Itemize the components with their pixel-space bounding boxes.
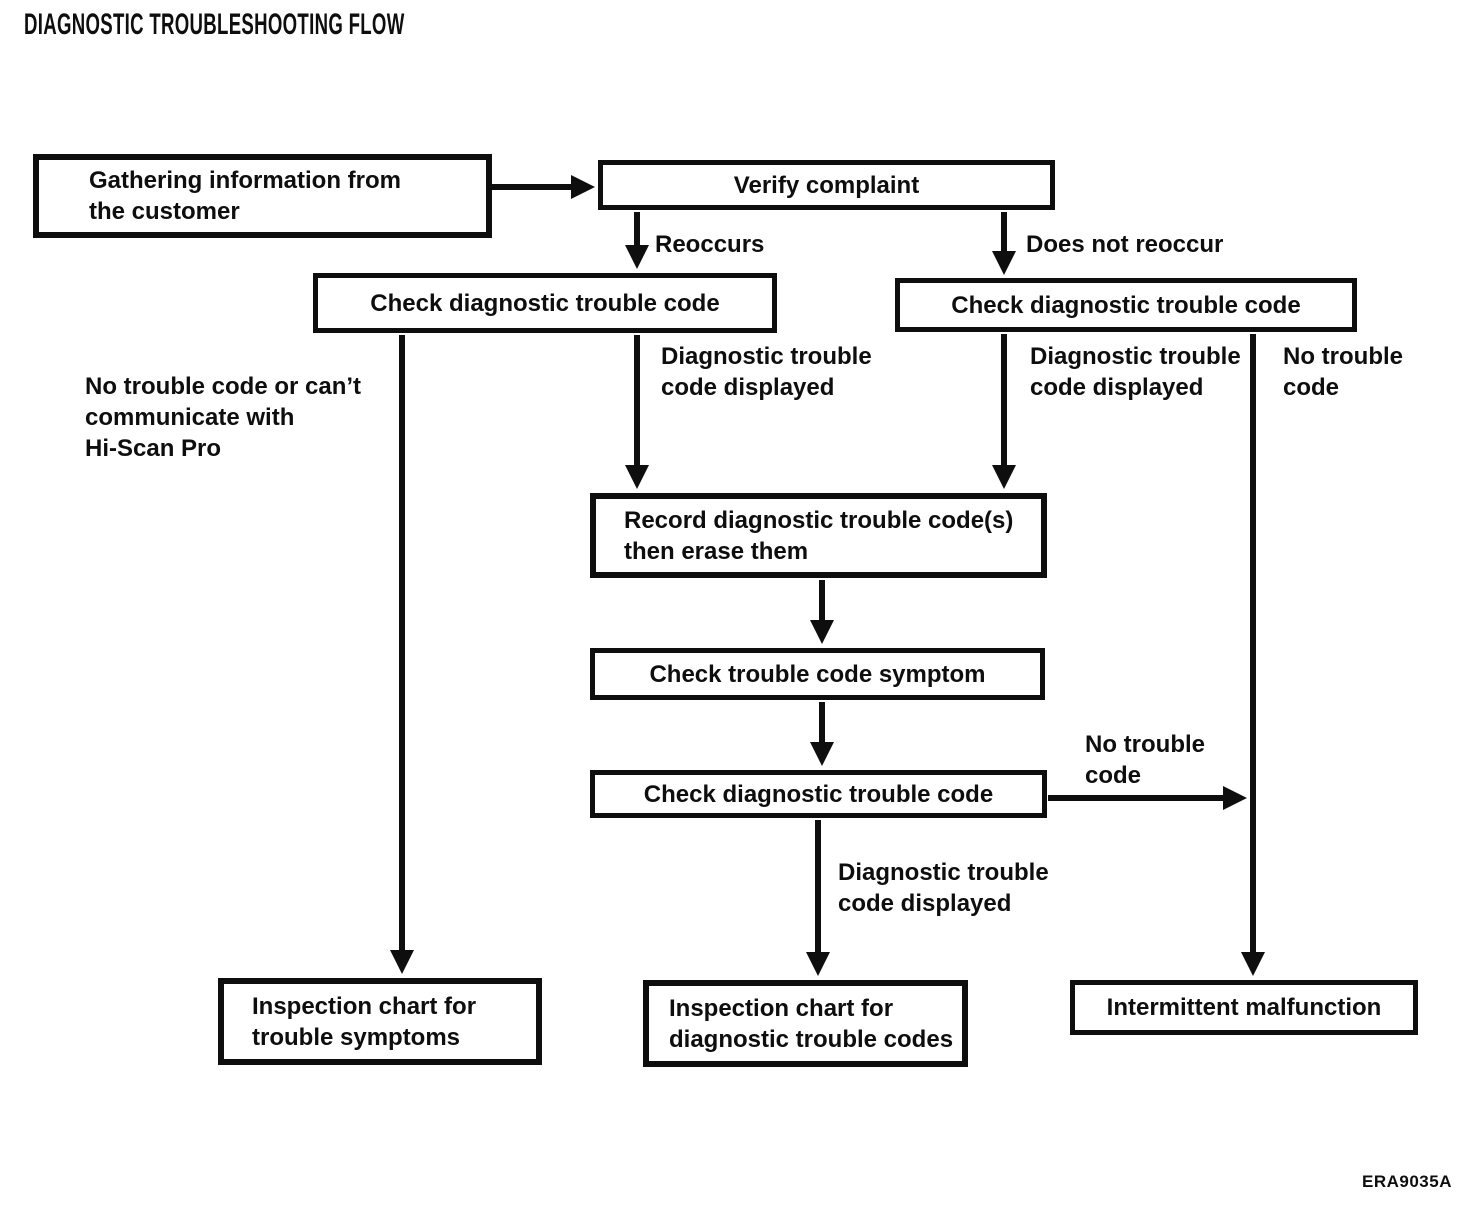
- node-record-erase-dtc: Record diagnostic trouble code(s) then e…: [590, 493, 1047, 578]
- label-no-trouble-code-hiscan: No trouble code or can’t communicate wit…: [85, 373, 362, 462]
- node-intermittent-malfunction: Intermittent malfunction: [1070, 980, 1418, 1035]
- figure-code: ERA9035A: [1362, 1172, 1452, 1191]
- node-check-trouble-code-symptom: Check trouble code symptom: [590, 648, 1045, 700]
- label-dtc-displayed-bottom: Diagnostic trouble code displayed: [838, 859, 1049, 917]
- node-inspection-chart-dtc: Inspection chart for diagnostic trouble …: [643, 980, 968, 1067]
- label-dtc-displayed-left: Diagnostic trouble code displayed: [661, 343, 872, 401]
- label-no-trouble-code-right: No trouble code: [1283, 343, 1403, 401]
- page-title: DIAGNOSTIC TROUBLESHOOTING FLOW: [24, 8, 405, 41]
- label-no-trouble-code-mid: No trouble code: [1085, 731, 1205, 789]
- label-reoccurs: Reoccurs: [655, 231, 765, 258]
- node-gathering-information: Gathering information from the customer: [33, 154, 492, 238]
- node-verify-complaint: Verify complaint: [598, 160, 1055, 210]
- node-check-dtc-right: Check diagnostic trouble code: [895, 278, 1357, 332]
- node-check-dtc-final: Check diagnostic trouble code: [590, 770, 1047, 818]
- node-inspection-chart-trouble-symptoms: Inspection chart for trouble symptoms: [218, 978, 542, 1065]
- label-does-not-reoccur: Does not reoccur: [1026, 231, 1224, 258]
- node-check-dtc-left: Check diagnostic trouble code: [313, 273, 777, 333]
- label-dtc-displayed-right: Diagnostic trouble code displayed: [1030, 343, 1241, 401]
